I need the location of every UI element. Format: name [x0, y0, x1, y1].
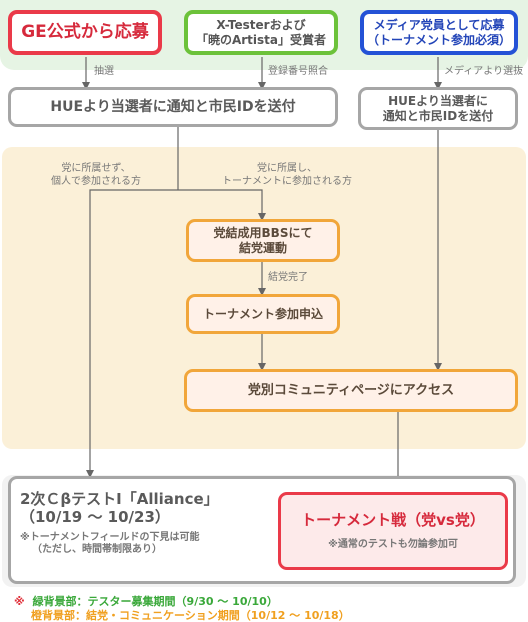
arrow-individual-to-test: [86, 189, 178, 478]
media-notify-line1: HUEより当選者に: [388, 94, 488, 109]
individual-line1: 党に所属せず、: [61, 163, 131, 174]
legend-green-text: 緑背景部：テスター募集期間（9/30 ～ 10/10）: [32, 595, 278, 608]
legend-orange-text: 橙背景部：結党・コミュニケーション期間（10/12 ～ 10/18）: [31, 609, 350, 622]
test-title: 2次ＣβテストⅠ「Alliance」: [20, 490, 219, 508]
tournament-apply-label: トーナメント参加申込: [202, 306, 323, 321]
xtester-line2: 「暁のArtista」受賞者: [195, 32, 327, 47]
test-dates: （10/19 ～ 10/23）: [20, 508, 170, 526]
bbs-line1: 党結成用BBSにて: [213, 226, 313, 241]
ge-official-apply-label: GE公式から応募: [21, 22, 149, 43]
media-select-label: メディアより選抜: [444, 66, 524, 77]
party-line2: トーナメントに参加される方: [222, 175, 352, 187]
media-line2: （トーナメント参加必須）: [366, 32, 511, 47]
individual-participant-label: 党に所属せず、 個人で参加される方: [50, 163, 142, 188]
notify-citizen-id-label: HUEより当選者に通知と市民IDを送付: [50, 98, 296, 115]
party-bbs-box: 党結成用BBSにて 結党運動: [186, 219, 340, 262]
party-line1: 党に所属し、: [257, 163, 317, 174]
notify-citizen-id-box: HUEより当選者に通知と市民IDを送付: [8, 87, 338, 127]
party-community-box: 党別コミュニティページにアクセス: [184, 369, 518, 412]
media-line1: メディア党員として応募: [373, 18, 505, 33]
media-notify-citizen-id-box: HUEより当選者に 通知と市民IDを送付: [358, 87, 518, 130]
media-party-apply-box: メディア党員として応募 （トーナメント参加必須）: [360, 10, 518, 55]
tournament-battle-box: トーナメント戦（党vs党） ※通常のテストも勿論参加可: [278, 492, 508, 570]
closed-beta-test-content: 2次ＣβテストⅠ「Alliance」 （10/19 ～ 10/23） ※トーナメ…: [20, 490, 270, 556]
xtester-line1: X-Testerおよび: [216, 18, 306, 33]
individual-line2: 個人で参加される方: [51, 175, 141, 187]
bbs-line2: 結党運動: [238, 240, 287, 255]
legend-mark: ※: [14, 595, 25, 608]
legend-orange-period: 橙背景部：結党・コミュニケーション期間（10/12 ～ 10/18）: [31, 607, 350, 622]
ge-official-apply-box: GE公式から応募: [8, 10, 162, 55]
arrow-party-to-bbs: [178, 189, 266, 221]
tournament-apply-box: トーナメント参加申込: [186, 294, 340, 334]
party-complete-label: 結党完了: [268, 272, 308, 283]
lottery-label: 抽選: [94, 66, 114, 77]
registration-check-label: 登録番号照合: [268, 66, 328, 77]
legend-green-period: ※ 緑背景部：テスター募集期間（9/30 ～ 10/10）: [14, 593, 278, 609]
tournament-battle-title: トーナメント戦（党vs党）: [301, 511, 485, 529]
party-community-label: 党別コミュニティページにアクセス: [247, 382, 455, 398]
test-note-line2: （ただし、時間帯制限あり）: [32, 544, 162, 555]
xtester-winner-box: X-Testerおよび 「暁のArtista」受賞者: [184, 10, 338, 55]
tournament-battle-note: ※通常のテストも勿論参加可: [328, 539, 458, 550]
media-notify-line2: 通知と市民IDを送付: [382, 108, 494, 123]
test-note-line1: ※トーナメントフィールドの下見は可能: [20, 532, 200, 543]
party-participant-label: 党に所属し、 トーナメントに参加される方: [212, 163, 362, 188]
